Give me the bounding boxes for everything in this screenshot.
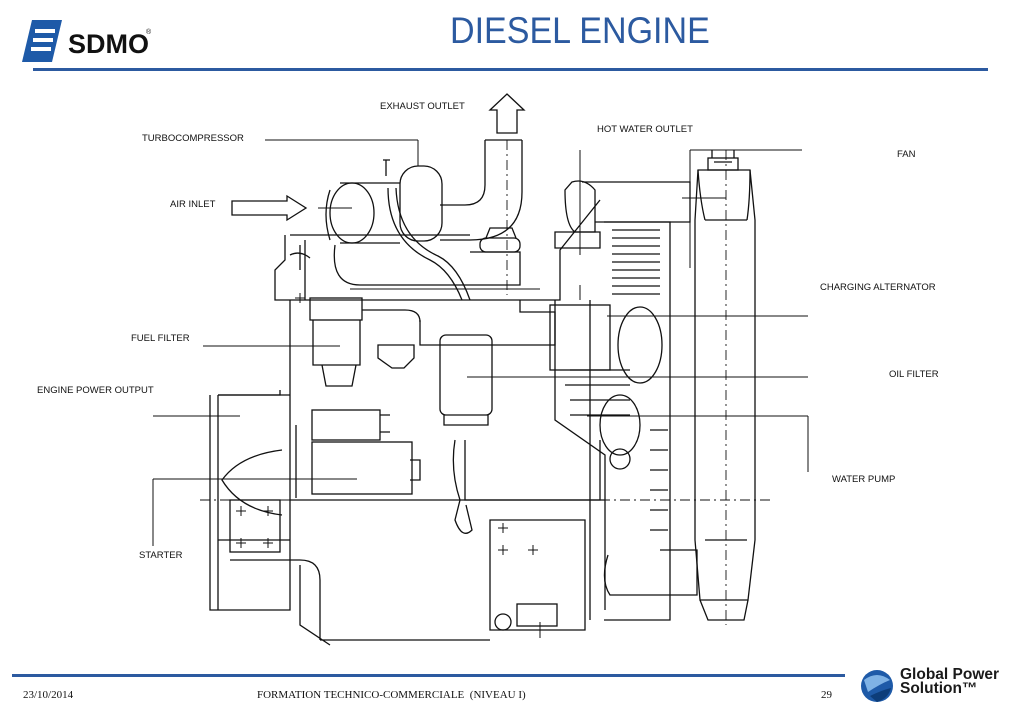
label-water-pump: WATER PUMP xyxy=(832,474,896,485)
exhaust-arrow-icon xyxy=(488,93,526,134)
label-fuel-filter: FUEL FILTER xyxy=(131,333,190,344)
label-charging-alternator: CHARGING ALTERNATOR xyxy=(820,282,936,293)
footer-date: 23/10/2014 xyxy=(23,689,74,701)
footer-course: FORMATION TECHNICO-COMMERCIALE (NIVEAU I… xyxy=(257,689,526,701)
header-divider xyxy=(33,68,988,71)
partner-line-2: Solution™ xyxy=(900,680,978,697)
sdmo-brand-text: SDMO xyxy=(68,29,149,59)
label-exhaust-outlet: EXHAUST OUTLET xyxy=(380,101,465,112)
label-hot-water-outlet: HOT WATER OUTLET xyxy=(597,124,693,135)
label-engine-power-output: ENGINE POWER OUTPUT xyxy=(37,385,154,396)
global-power-solution-logo: Global Power Solution™ xyxy=(900,666,1000,697)
page-title: DIESEL ENGINE xyxy=(450,10,710,51)
sdmo-logo: SDMO ® xyxy=(22,20,152,62)
label-turbocompressor: TURBOCOMPRESSOR xyxy=(142,133,244,144)
footer-divider xyxy=(12,674,845,677)
partner-line-1: Global Power xyxy=(900,666,1000,683)
air-inlet-arrow-icon xyxy=(231,194,308,222)
label-oil-filter: OIL FILTER xyxy=(889,369,939,380)
label-fan: FAN xyxy=(897,149,916,160)
label-air-inlet: AIR INLET xyxy=(170,199,216,210)
globe-icon xyxy=(861,670,893,702)
label-starter: STARTER xyxy=(139,550,183,561)
svg-text:®: ® xyxy=(146,28,152,36)
footer-page-number: 29 xyxy=(821,689,832,701)
